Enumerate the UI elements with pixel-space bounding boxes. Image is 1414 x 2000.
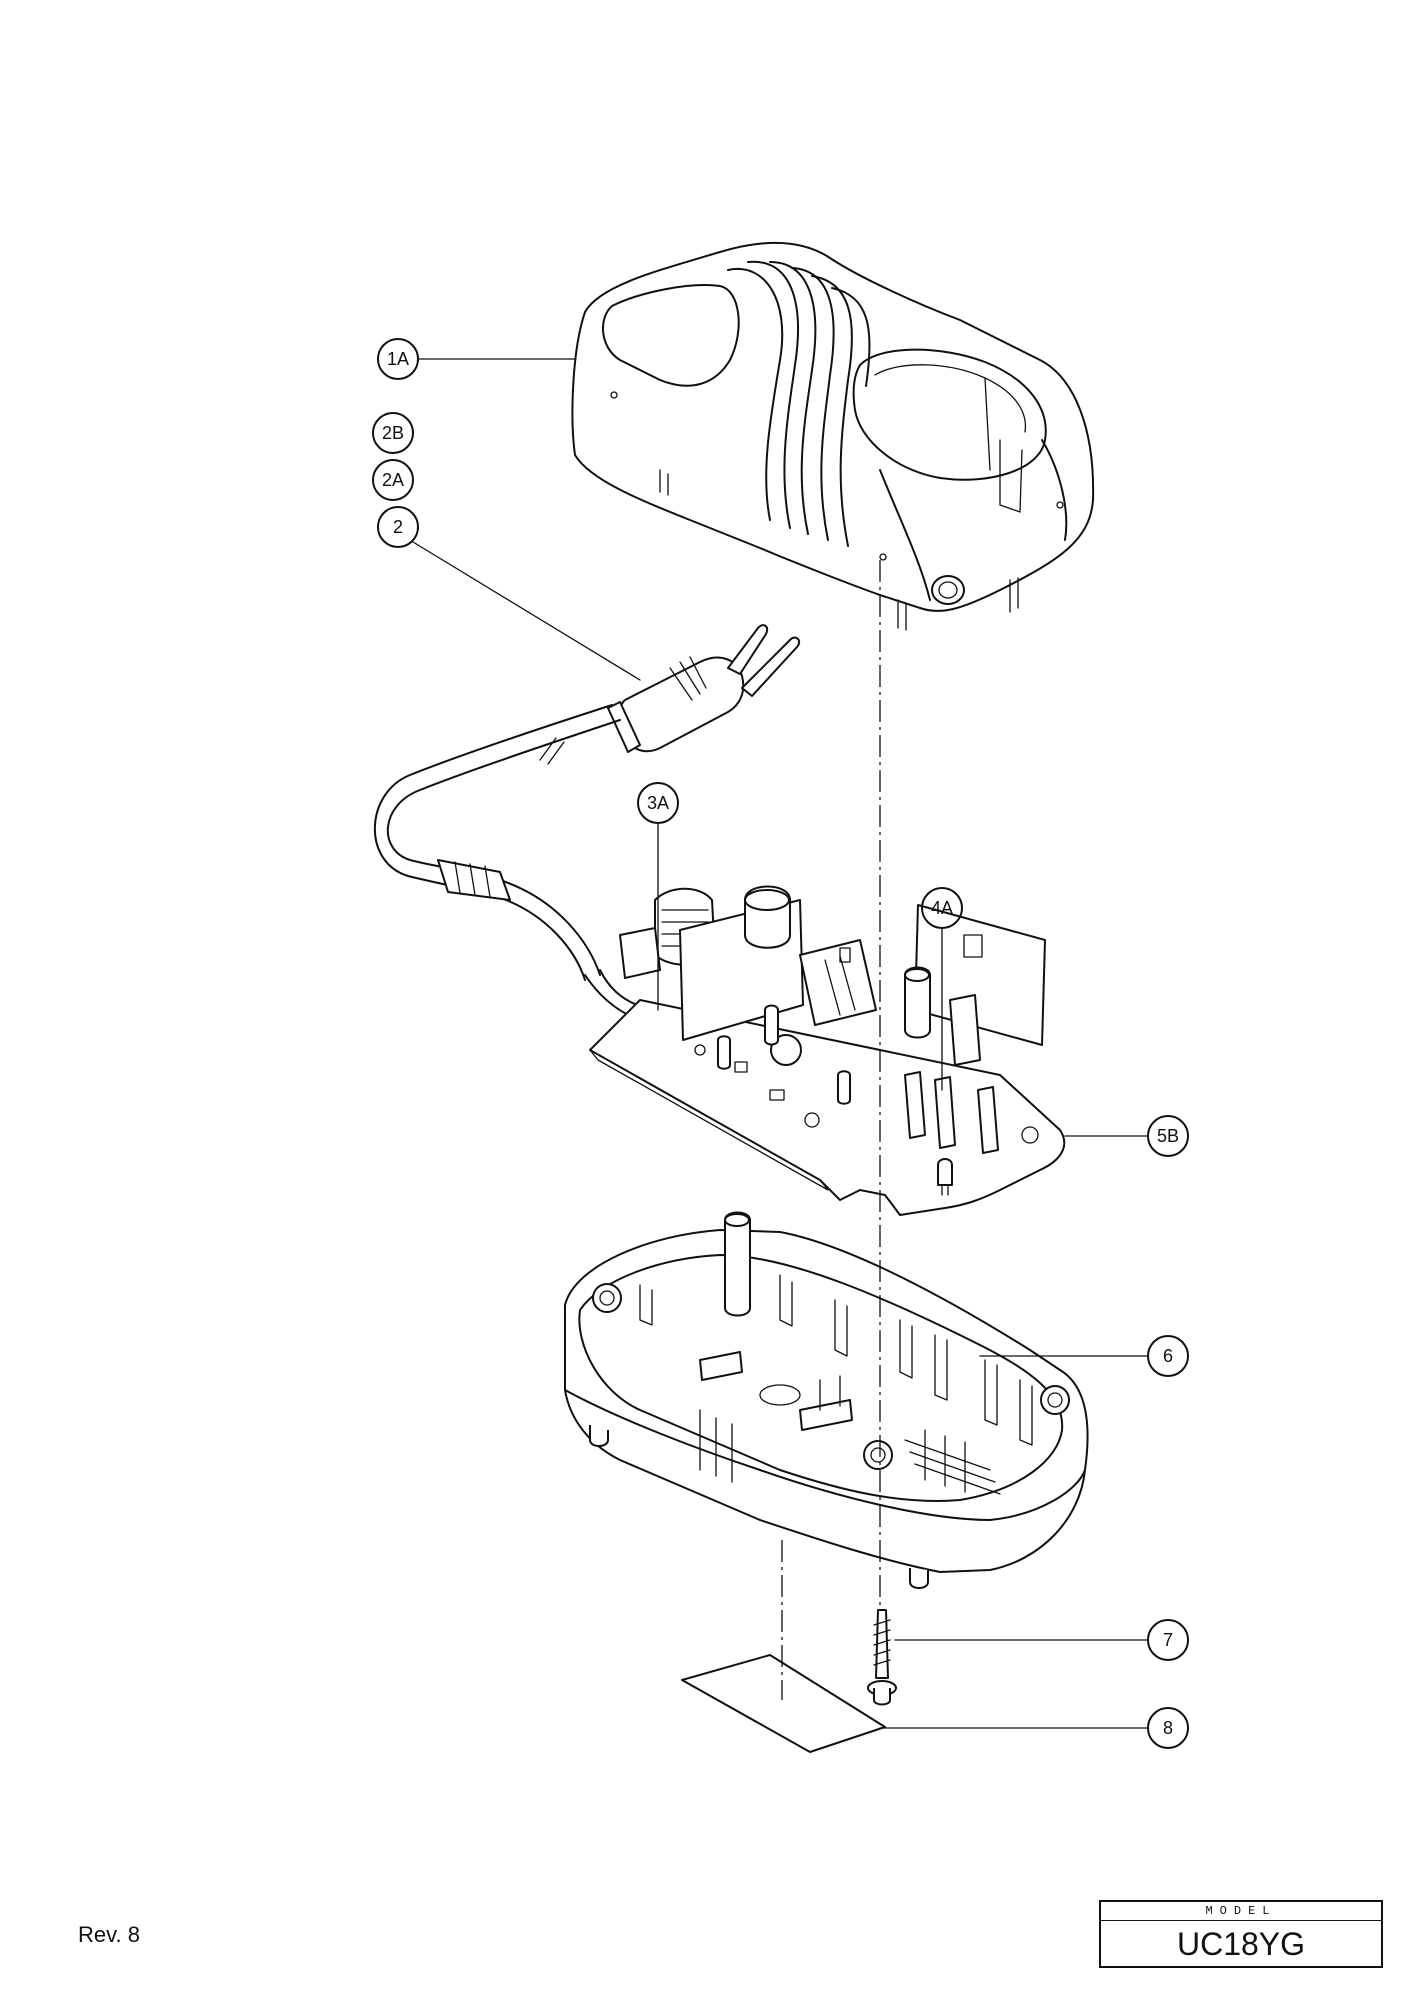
screw-part xyxy=(867,1609,897,1706)
callout-4a: 4A xyxy=(921,887,963,929)
callout-7: 7 xyxy=(1147,1619,1189,1661)
label-sticker-part xyxy=(681,1654,886,1753)
svg-text:7: 7 xyxy=(1163,1630,1173,1650)
revision-label: Rev. 8 xyxy=(78,1922,140,1947)
leader-lines xyxy=(412,358,1149,1729)
svg-text:2: 2 xyxy=(393,517,403,537)
svg-text:4A: 4A xyxy=(931,898,953,918)
model-label: MODEL xyxy=(1101,1902,1381,1921)
model-title-block: MODEL UC18YG xyxy=(1099,1900,1383,1968)
callout-8: 8 xyxy=(1147,1707,1189,1749)
callout-5b: 5B xyxy=(1147,1115,1189,1157)
svg-text:2B: 2B xyxy=(382,423,404,443)
power-cord-part xyxy=(373,624,801,1021)
callout-1a: 1A xyxy=(377,338,419,380)
callout-2b: 2B xyxy=(372,412,414,454)
svg-text:3A: 3A xyxy=(647,793,669,813)
model-name: UC18YG xyxy=(1176,1926,1306,1962)
assembly-center-lines xyxy=(781,560,881,1700)
callout-3a: 3A xyxy=(637,782,679,824)
svg-text:1A: 1A xyxy=(387,349,409,369)
svg-text:6: 6 xyxy=(1163,1346,1173,1366)
svg-text:8: 8 xyxy=(1163,1718,1173,1738)
circuit-board-part xyxy=(589,885,1066,1216)
svg-text:5B: 5B xyxy=(1157,1126,1179,1146)
callout-2a: 2A xyxy=(372,459,414,501)
lower-case-part xyxy=(564,1211,1089,1589)
callout-6: 6 xyxy=(1147,1335,1189,1377)
svg-text:2A: 2A xyxy=(382,470,404,490)
upper-housing-part xyxy=(571,241,1095,631)
callout-2: 2 xyxy=(377,506,419,548)
